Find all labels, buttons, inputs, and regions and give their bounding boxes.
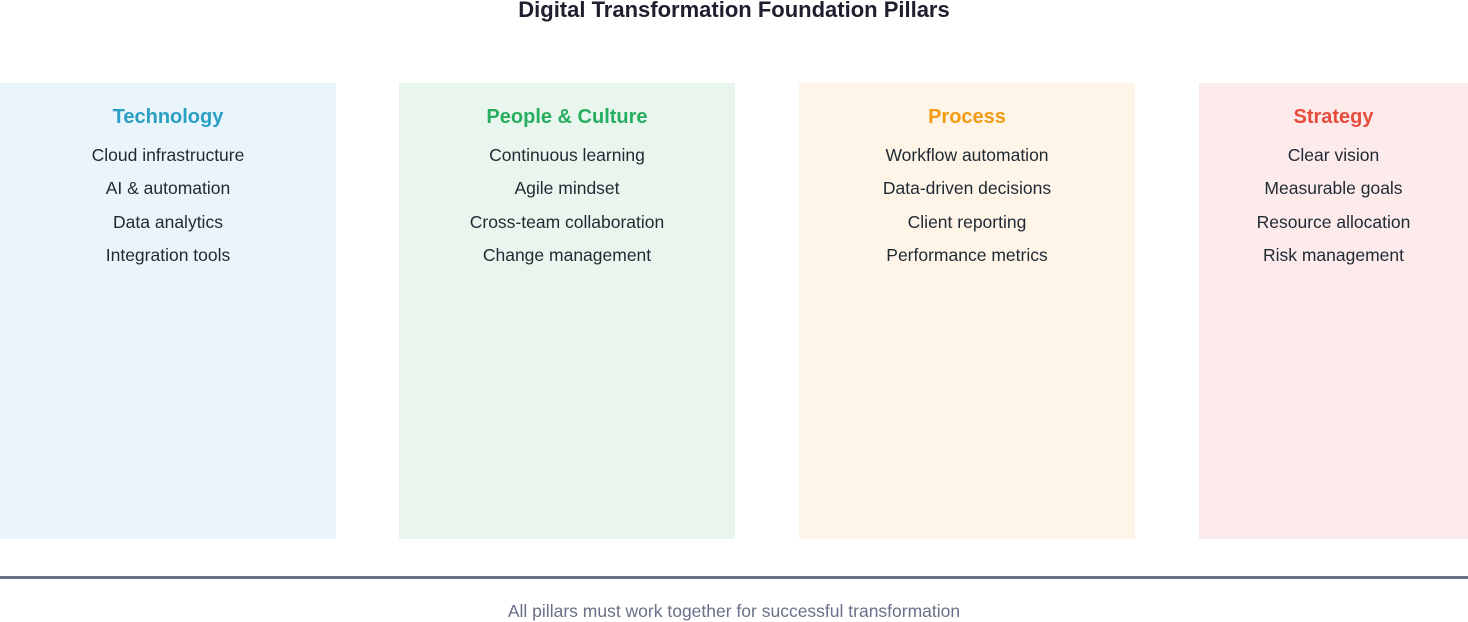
- pillar-item: Measurable goals: [1264, 178, 1403, 199]
- pillar-item: Cross-team collaboration: [469, 211, 665, 232]
- pillar-item: Client reporting: [907, 211, 1027, 232]
- pillar-title: People & Culture: [486, 106, 648, 128]
- pillar-item: Risk management: [1262, 244, 1405, 265]
- pillar-process: Process Workflow automation Data-driven …: [799, 83, 1135, 539]
- pillar-item: Cloud infrastructure: [91, 145, 245, 165]
- pillar-title: Process: [928, 106, 1006, 128]
- pillar-people-culture: People & Culture Continuous learning Agi…: [399, 83, 735, 539]
- pillar-item: Integration tools: [105, 244, 231, 265]
- pillar-technology: Technology Cloud infrastructure AI & aut…: [0, 83, 336, 539]
- pillar-items: Clear vision Measurable goals Resource a…: [1199, 139, 1468, 272]
- footer-divider: [0, 576, 1468, 579]
- pillar-item: AI & automation: [105, 178, 231, 199]
- pillar-item: Data analytics: [113, 211, 223, 232]
- pillar-items: Continuous learning Agile mindset Cross-…: [399, 139, 735, 272]
- pillar-title: Strategy: [1293, 106, 1374, 128]
- pillar-item: Workflow automation: [885, 145, 1049, 165]
- pillar-item: Agile mindset: [514, 178, 620, 199]
- pillar-item: Data-driven decisions: [882, 178, 1052, 199]
- pillar-item: Change management: [482, 244, 652, 265]
- footer-caption: All pillars must work together for succe…: [507, 601, 961, 621]
- pillar-items: Cloud infrastructure AI & automation Dat…: [0, 139, 336, 272]
- diagram-title: Digital Transformation Foundation Pillar…: [518, 0, 950, 22]
- pillar-item: Resource allocation: [1256, 211, 1411, 232]
- pillar-items: Workflow automation Data-driven decision…: [799, 139, 1135, 272]
- pillar-strategy: Strategy Clear vision Measurable goals R…: [1199, 83, 1468, 539]
- pillar-item: Continuous learning: [489, 145, 645, 165]
- pillar-item: Performance metrics: [886, 244, 1048, 265]
- pillar-title: Technology: [112, 106, 224, 128]
- pillar-item: Clear vision: [1287, 145, 1380, 165]
